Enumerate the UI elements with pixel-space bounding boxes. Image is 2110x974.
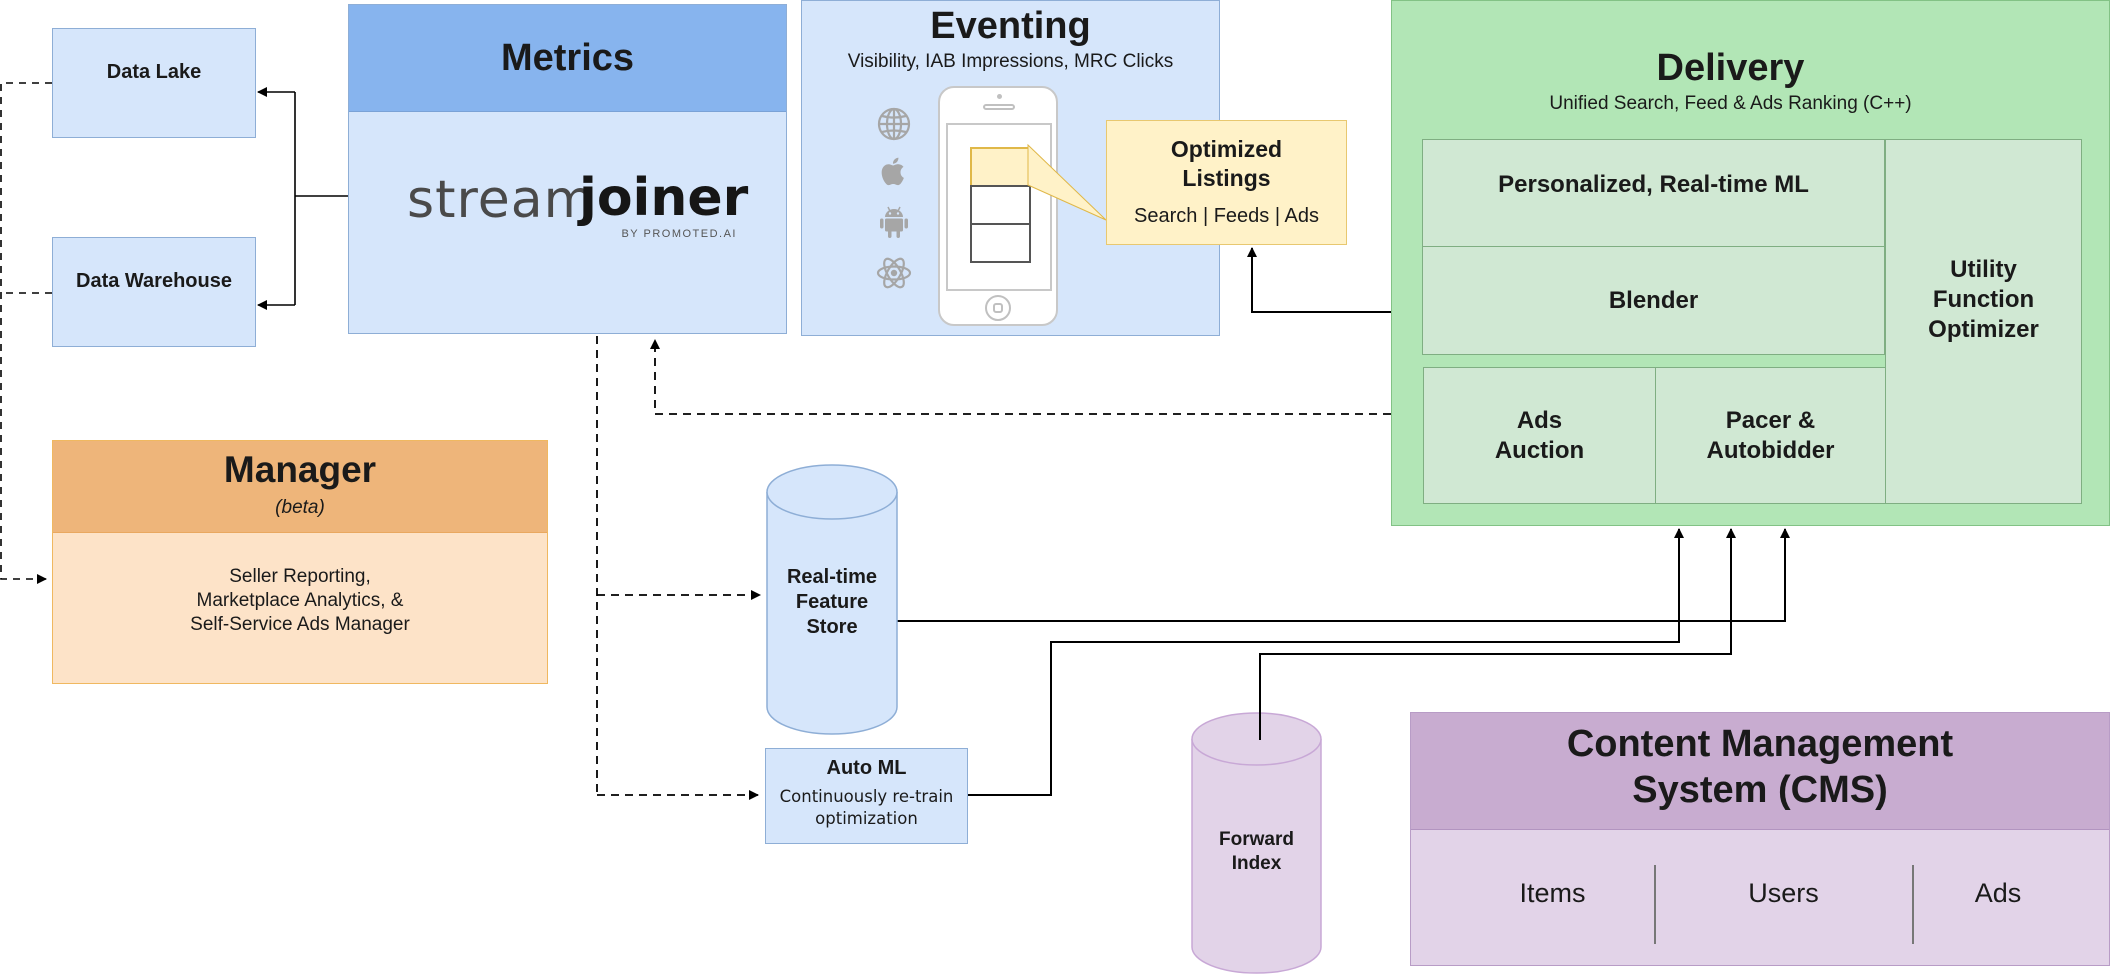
cms-item-ads[interactable]: Ads xyxy=(1974,878,2022,908)
logo-byline: BY PROMOTED.AI xyxy=(621,228,737,240)
utility-function-optimizer-label: Utility Function Optimizer xyxy=(1928,256,2039,343)
manager-beta-badge: (beta) xyxy=(275,497,325,518)
pacer-autobidder-label: Pacer & Autobidder xyxy=(1706,406,1835,464)
pacer-autobidder-component[interactable]: Pacer & Autobidder xyxy=(1655,367,1886,504)
phone-screen xyxy=(946,123,1052,291)
streamjoiner-logo: stream joiner BY PROMOTED.AI xyxy=(407,168,748,240)
data-warehouse-box[interactable]: Data Warehouse xyxy=(52,237,256,347)
metrics-title: Metrics xyxy=(500,36,635,79)
personalized-ml-label: Personalized, Real-time ML xyxy=(1498,171,1809,198)
delivery-box[interactable]: Delivery Unified Search, Feed & Ads Rank… xyxy=(1391,0,2110,526)
data-lake-label: Data Lake xyxy=(106,60,202,83)
forward-index-cylinder[interactable] xyxy=(1191,712,1322,974)
ads-auction-label: Ads Auction xyxy=(1494,406,1585,464)
cms-item-users[interactable]: Users xyxy=(1748,878,1819,908)
manager-description: Seller Reporting, Marketplace Analytics,… xyxy=(190,566,410,635)
delivery-to-listings-connector xyxy=(1247,247,1391,313)
optimized-listings-subtitle: Search | Feeds | Ads xyxy=(1134,205,1319,227)
utility-function-optimizer-component[interactable]: Utility Function Optimizer xyxy=(1885,139,2082,504)
android-icon xyxy=(880,206,908,238)
inputs-to-delivery-connectors xyxy=(897,528,1790,796)
auto-ml-description: Continuously re-train optimization xyxy=(779,787,954,828)
manager-header: Manager (beta) xyxy=(53,441,547,533)
cms-box[interactable]: Content Management System (CMS) Items Us… xyxy=(1410,712,2110,966)
cms-title: Content Management System (CMS) xyxy=(1566,723,1954,811)
cms-header: Content Management System (CMS) xyxy=(1411,713,2109,830)
phone-home-button xyxy=(985,295,1011,321)
metrics-box[interactable]: Metrics stream joiner BY PROMOTED.AI xyxy=(348,4,787,334)
listing-slot xyxy=(970,223,1031,263)
metrics-header: Metrics xyxy=(349,5,786,112)
cms-item-items[interactable]: Items xyxy=(1519,878,1586,908)
phone-speaker xyxy=(983,104,1015,110)
globe-icon xyxy=(877,107,911,141)
feature-store-cylinder[interactable] xyxy=(766,464,898,735)
storage-to-manager-dashed xyxy=(0,82,52,584)
apple-icon xyxy=(881,157,904,186)
blender-component[interactable]: Blender xyxy=(1422,246,1885,355)
eventing-subtitle: Visibility, IAB Impressions, MRC Clicks xyxy=(847,51,1174,72)
react-icon xyxy=(876,257,912,289)
manager-box[interactable]: Manager (beta) Seller Reporting, Marketp… xyxy=(52,440,548,684)
metrics-to-storage-connector xyxy=(257,87,348,310)
cms-divider xyxy=(1654,865,1656,944)
data-warehouse-label: Data Warehouse xyxy=(76,269,232,292)
blender-label: Blender xyxy=(1608,286,1699,314)
optimized-listings-box[interactable]: Optimized Listings Search | Feeds | Ads xyxy=(1106,120,1347,245)
logo-joiner-text: joiner xyxy=(579,168,749,228)
auto-ml-title: Auto ML xyxy=(826,757,907,779)
auto-ml-box[interactable]: Auto ML Continuously re-train optimizati… xyxy=(765,748,968,844)
data-lake-box[interactable]: Data Lake xyxy=(52,28,256,138)
metrics-to-ml-dashed xyxy=(596,336,761,800)
manager-title: Manager xyxy=(223,449,377,490)
delivery-title: Delivery xyxy=(1656,47,1805,89)
optimized-listings-title: Optimized Listings xyxy=(1170,136,1283,191)
delivery-subtitle: Unified Search, Feed & Ads Ranking (C++) xyxy=(1549,93,1912,114)
forward-index-label: Forward Index xyxy=(1219,829,1294,874)
phone-camera xyxy=(997,94,1002,99)
delivery-to-metrics-dashed xyxy=(650,339,1391,415)
logo-stream-text: stream xyxy=(407,170,596,230)
feature-store-label: Real-time Feature Store xyxy=(786,566,878,638)
eventing-title: Eventing xyxy=(930,5,1091,47)
cms-divider xyxy=(1912,865,1914,944)
